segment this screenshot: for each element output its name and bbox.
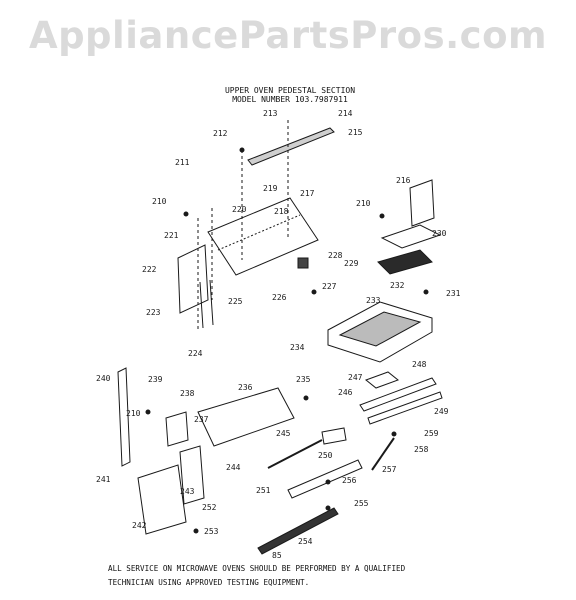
- part-number-label: 248: [412, 360, 427, 369]
- part-number-label: 245: [276, 429, 291, 438]
- part-number-label: 225: [228, 297, 243, 306]
- part-number-label: 233: [366, 296, 381, 305]
- part-number-label: 210: [152, 197, 167, 206]
- part-number-label: 212: [213, 129, 228, 138]
- diagram-title: UPPER OVEN PEDESTAL SECTION: [224, 86, 356, 95]
- part-257-rod: [371, 437, 395, 471]
- part-number-label: 210: [126, 409, 141, 418]
- part-number-label: 221: [164, 231, 179, 240]
- part-number-label: 247: [348, 373, 363, 382]
- part-237-plate: [179, 445, 205, 505]
- part-246-strip: [359, 377, 437, 412]
- part-number-label: 227: [322, 282, 337, 291]
- watermark-logo-text: AppliancePartsPros.com: [28, 14, 548, 57]
- part-number-label: 237: [194, 415, 209, 424]
- part-number-label: 240: [96, 374, 111, 383]
- part-number-label: 253: [204, 527, 219, 536]
- part-number-label: 223: [146, 308, 161, 317]
- part-number-label: 214: [338, 109, 353, 118]
- part-245-rod: [267, 439, 323, 469]
- model-number: MODEL NUMBER 103.7987911: [232, 95, 348, 104]
- part-251-strip: [287, 459, 363, 499]
- part-215-trim-strip: [247, 127, 335, 166]
- service-notice-line-1: ALL SERVICE ON MICROWAVE OVENS SHOULD BE…: [108, 564, 406, 573]
- part-number-label: 251: [256, 486, 271, 495]
- part-249-strip: [367, 391, 443, 425]
- part-number-label: 229: [344, 259, 359, 268]
- part-number-label: 243: [180, 487, 195, 496]
- part-number-label: 217: [300, 189, 315, 198]
- part-number-label: 257: [382, 465, 397, 474]
- part-number-label: 256: [342, 476, 357, 485]
- part-number-label: 224: [188, 349, 203, 358]
- part-number-label: 216: [396, 176, 411, 185]
- part-238-bracket: [165, 411, 189, 447]
- part-number-label: 244: [226, 463, 241, 472]
- part-number-label: 239: [148, 375, 163, 384]
- part-number-label: 246: [338, 388, 353, 397]
- part-number-label: 210: [356, 199, 371, 208]
- part-number-label: 222: [142, 265, 157, 274]
- part-number-label: 219: [263, 184, 278, 193]
- part-number-label: 231: [446, 289, 461, 298]
- part-number-label: 213: [263, 109, 278, 118]
- part-number-label: 249: [434, 407, 449, 416]
- part-number-label: 238: [180, 389, 195, 398]
- part-number-label: 85: [272, 551, 282, 560]
- part-number-label: 235: [296, 375, 311, 384]
- part-number-label: 218: [274, 207, 289, 216]
- part-229-relay: [377, 249, 433, 275]
- part-236-panel: [197, 387, 295, 447]
- part-number-label: 230: [432, 229, 447, 238]
- part-250-wave-guide: [321, 427, 347, 445]
- part-number-label: 252: [202, 503, 217, 512]
- service-notice-line-2: TECHNICIAN USING APPROVED TESTING EQUIPM…: [108, 578, 310, 587]
- part-226-base-panel: [207, 197, 319, 276]
- part-239-channel: [117, 367, 131, 467]
- part-216-bracket: [409, 179, 435, 227]
- part-number-label: 215: [348, 128, 363, 137]
- part-number-label: 211: [175, 158, 190, 167]
- part-number-label: 236: [238, 383, 253, 392]
- part-224-rails: [199, 279, 214, 329]
- part-number-label: 242: [132, 521, 147, 530]
- part-number-label: 255: [354, 499, 369, 508]
- part-number-label: 258: [414, 445, 429, 454]
- part-233-transformer: [327, 301, 433, 363]
- part-230-mount: [380, 224, 442, 249]
- part-248-pad: [364, 371, 400, 389]
- part-254-bar: [257, 507, 339, 555]
- part-number-label: 234: [290, 343, 305, 352]
- part-222-side-panel: [177, 244, 209, 314]
- part-number-label: 228: [328, 251, 343, 260]
- part-number-label: 226: [272, 293, 287, 302]
- part-228-switch: [297, 257, 309, 269]
- part-number-label: 232: [390, 281, 405, 290]
- part-number-label: 241: [96, 475, 111, 484]
- part-242-panel: [137, 464, 187, 535]
- part-number-label: 220: [232, 205, 247, 214]
- part-number-label: 250: [318, 451, 333, 460]
- part-number-label: 254: [298, 537, 313, 546]
- part-number-label: 259: [424, 429, 439, 438]
